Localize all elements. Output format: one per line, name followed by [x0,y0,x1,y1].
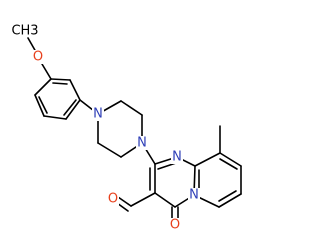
bond-o-aryl [41,63,52,80]
pyrimidine-n-atom: N [171,150,183,165]
bonds [27,37,242,220]
pyrimidine-n-label: N [172,150,182,165]
carbonyl-oxygen-label: O [170,218,180,233]
bond-cho-o [117,196,132,207]
bond-ar-double-3 [52,82,68,85]
bond-c9-c8-double [219,158,238,170]
bridgehead-n-label: N [189,188,199,203]
bond-c9-c8 [219,152,242,167]
bond-ar6 [50,78,71,81]
bond-c4-c3 [154,192,176,208]
bond-c9a-c9 [194,152,221,167]
piperazine-n-bottom-label: N [137,136,147,151]
bond-ar-double-1 [38,96,48,114]
bond-ar5 [69,79,81,101]
aldehyde-oxygen-label: O [108,192,118,207]
bond-c7-c6-double [218,190,237,202]
piperazine-n-top-atom: N [92,107,104,122]
aldehyde-oxygen-atom: O [107,192,119,207]
bond-pip5 [97,142,122,158]
methoxy-oxygen-label: O [33,50,43,65]
methoxy-oxygen-atom: O [32,50,44,65]
bond-ar2 [34,94,45,117]
chemical-structure: CH3 O N N N N O O [11,24,242,233]
bond-ar1 [34,78,52,96]
piperazine-n-top-label: N [93,107,103,122]
bond-ar4 [65,99,81,120]
bridgehead-n-atom: N [188,188,200,203]
bond-ar-double-2 [63,99,77,116]
bond-c3-cho [130,192,156,207]
piperazine-n-bottom-atom: N [136,136,148,151]
bond-ar3 [43,115,67,120]
methyl-label: CH3 [11,24,38,39]
bond-methyl-o [27,37,37,53]
bond-pip2 [120,100,143,116]
methyl-atom: CH3 [11,24,38,39]
carbonyl-oxygen-atom: O [169,218,181,233]
atoms: CH3 O N N N N O O [11,24,200,233]
bond-c7-c6 [218,193,242,208]
